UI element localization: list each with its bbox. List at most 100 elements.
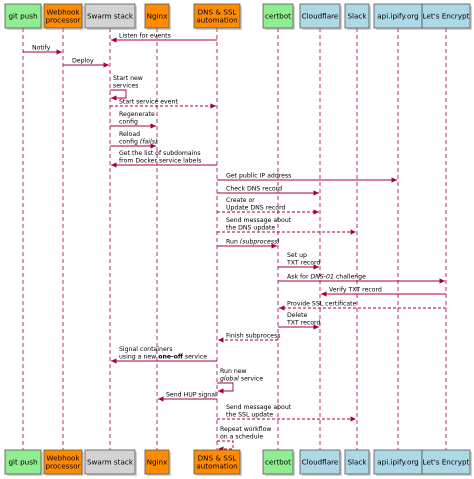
participant-cloudflare-top: Cloudflare <box>299 3 342 30</box>
participant-box <box>421 449 471 475</box>
participant-ipify-bottom: api.ipify.org <box>373 449 424 476</box>
participant-letsencrypt-top: Let's Encrypt <box>421 3 472 30</box>
message-label: Send HUP signal <box>166 392 217 399</box>
arrowhead <box>150 123 156 129</box>
participant-label: Cloudflare <box>302 12 339 21</box>
message-label: config <box>119 119 138 126</box>
participant-label: Swarm stack <box>87 458 134 467</box>
participant-box <box>344 449 370 475</box>
message-label: Deploy <box>72 58 94 65</box>
message-label: TXT record <box>286 320 320 327</box>
message-label: Run (subprocess) <box>226 239 280 246</box>
participant-label: Slack <box>347 12 367 21</box>
message-label: Delete <box>287 312 308 319</box>
lifelines <box>22 28 447 450</box>
message-1: Listen for events <box>111 33 217 43</box>
participant-box <box>144 3 170 29</box>
message-label: TXT record <box>286 260 320 267</box>
arrowhead <box>313 324 319 330</box>
message-22: Send HUP signal <box>158 392 217 402</box>
message-label: Start new <box>113 75 143 82</box>
message-19: Finish subprocess <box>218 333 280 343</box>
arrowhead <box>350 229 356 235</box>
message-label: Get public IP address <box>226 173 291 180</box>
participant-box <box>43 449 83 475</box>
message-label: Send message about <box>226 217 292 224</box>
participant-box <box>193 3 241 29</box>
participant-label: processor <box>46 16 81 25</box>
participant-label: automation <box>196 462 237 471</box>
message-label: Check DNS record <box>226 186 282 193</box>
message-label: Start service event <box>119 99 178 106</box>
arrowhead <box>439 278 445 284</box>
arrowhead <box>313 190 319 196</box>
arrowhead <box>103 62 109 68</box>
participant-label: Nginx <box>147 12 168 21</box>
participant-label: processor <box>46 462 81 471</box>
message-label: global service <box>220 376 263 383</box>
participant-box <box>262 3 294 29</box>
participant-box <box>193 449 241 475</box>
participant-box <box>344 3 370 29</box>
participant-label: certbot <box>265 12 291 21</box>
arrowhead <box>111 358 117 364</box>
message-line <box>217 382 234 392</box>
participant-gitpush-bottom: git push <box>4 449 43 476</box>
message-label: Notify <box>32 45 51 52</box>
participant-label: Let's Encrypt <box>423 12 470 21</box>
message-16: Verify TXT record <box>321 287 446 297</box>
participant-label: certbot <box>265 458 291 467</box>
arrowhead <box>210 103 216 109</box>
participant-label: api.ipify.org <box>377 12 419 21</box>
arrowhead <box>321 291 327 297</box>
message-label: from Docker service labels <box>119 158 201 165</box>
arrowhead <box>218 388 224 394</box>
participant-swarm-bottom: Swarm stack <box>84 449 137 476</box>
participant-gitpush-top: git push <box>4 3 43 30</box>
participant-label: Swarm stack <box>87 12 134 21</box>
participant-swarm-top: Swarm stack <box>84 3 137 30</box>
message-17: Provide SSL certificate <box>279 301 446 311</box>
message-label: services <box>113 83 138 90</box>
message-label: Finish subprocess <box>226 333 280 340</box>
message-15: Ask for DNS-01 challenge <box>278 274 445 284</box>
participant-box <box>43 3 83 29</box>
arrowhead <box>111 95 117 101</box>
participant-box <box>84 449 136 475</box>
message-label: Provide SSL certificate <box>287 301 357 308</box>
arrowhead <box>158 396 164 402</box>
participant-label: Cloudflare <box>302 458 339 467</box>
participant-letsencrypt-bottom: Let's Encrypt <box>421 449 472 476</box>
message-label: Create or <box>226 197 255 204</box>
participant-label: Webhook <box>46 454 80 463</box>
message-label: the DNS update <box>226 225 275 232</box>
message-label: Run new <box>220 368 247 375</box>
participant-box <box>4 3 42 29</box>
message-label: Set up <box>287 252 307 259</box>
message-label: config (fails) <box>119 139 157 146</box>
participant-box <box>262 449 294 475</box>
participant-box <box>144 449 170 475</box>
participant-nginx-bottom: Nginx <box>144 449 171 476</box>
participant-label: automation <box>196 16 237 25</box>
message-label: Regenerate <box>119 111 155 118</box>
participant-label: Let's Encrypt <box>423 458 470 467</box>
arrowhead <box>271 243 277 249</box>
message-label: Update DNS record <box>226 205 285 212</box>
participant-certbot-top: certbot <box>262 3 295 30</box>
participant-label: git push <box>8 12 37 21</box>
arrowhead <box>150 143 156 149</box>
participant-box <box>421 3 471 29</box>
